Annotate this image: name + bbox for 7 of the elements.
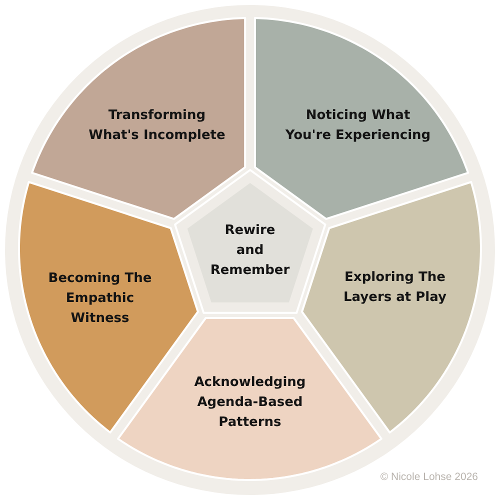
segment-label: Acknowledging Agenda-Based Patterns [193, 374, 307, 432]
segment-label: Transforming What's Incomplete [88, 106, 226, 145]
segment-label: Becoming The Empathic Witness [47, 270, 153, 328]
center-label: Rewire and Remember [209, 222, 291, 280]
segment-label: Exploring The Layers at Play [342, 268, 448, 307]
copyright-notice: © Nicole Lohse 2026 [380, 471, 478, 484]
segment-label: Noticing What You're Experiencing [284, 106, 432, 145]
